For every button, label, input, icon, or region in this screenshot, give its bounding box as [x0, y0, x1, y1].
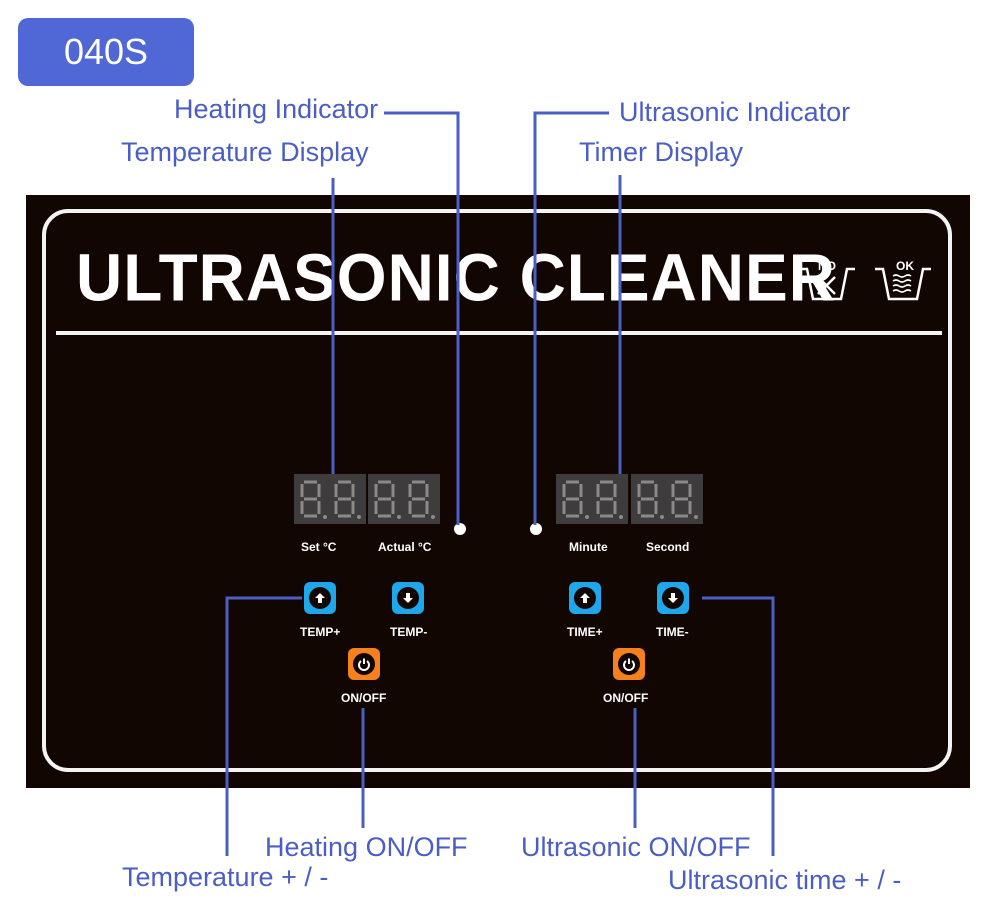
ultrasonic-indicator-led [530, 523, 542, 535]
time-plus-button[interactable] [569, 582, 601, 614]
arrow-down-icon [403, 593, 413, 603]
panel-title: ULTRASONIC CLEANER [76, 239, 836, 316]
callout-ultrasonic-time-plus-minus: Ultrasonic time + / - [668, 865, 902, 895]
callout-temperature-plus-minus: Temperature + / - [122, 862, 329, 892]
callout-timer-display: Timer Display [579, 137, 744, 167]
dry-bowl-crossed-icon: NO [797, 255, 857, 305]
ok-label: OK [896, 259, 914, 273]
temperature-set-display [294, 474, 366, 524]
callout-heating-onoff: Heating ON/OFF [265, 832, 468, 862]
power-icon [623, 658, 635, 671]
power-icon [358, 658, 370, 671]
callout-heating-indicator: Heating Indicator [174, 94, 379, 124]
temp-minus-label: TEMP- [390, 625, 428, 639]
heating-power-label: ON/OFF [341, 691, 387, 705]
actual-temp-label: Actual °C [378, 540, 432, 554]
heating-power-button[interactable] [348, 648, 380, 680]
callout-ultrasonic-indicator: Ultrasonic Indicator [619, 97, 851, 127]
time-plus-label: TIME+ [567, 625, 603, 639]
temperature-actual-display [368, 474, 440, 524]
model-badge: 040S [18, 18, 194, 86]
ultrasonic-power-label: ON/OFF [603, 691, 649, 705]
water-filled-bowl-icon: OK [873, 255, 933, 305]
temp-plus-label: TEMP+ [300, 625, 341, 639]
callout-ultrasonic-onoff: Ultrasonic ON/OFF [521, 832, 751, 862]
set-temp-label: Set °C [301, 540, 337, 554]
temp-minus-button[interactable] [392, 582, 424, 614]
time-minus-button[interactable] [657, 582, 689, 614]
panel-frame [42, 209, 952, 772]
arrow-up-icon [315, 593, 325, 603]
heating-indicator-led [454, 523, 466, 535]
minute-label: Minute [569, 540, 608, 554]
arrow-down-icon [668, 593, 678, 603]
no-label: NO [818, 259, 836, 273]
model-badge-text: 040S [63, 31, 149, 72]
second-label: Second [646, 540, 690, 554]
callout-temperature-display: Temperature Display [121, 137, 369, 167]
timer-minute-display [556, 474, 628, 524]
timer-second-display [631, 474, 703, 524]
panel-divider [56, 331, 942, 335]
time-minus-label: TIME- [656, 625, 689, 639]
ultrasonic-power-button[interactable] [613, 648, 645, 680]
arrow-up-icon [580, 593, 590, 603]
temp-plus-button[interactable] [304, 582, 336, 614]
